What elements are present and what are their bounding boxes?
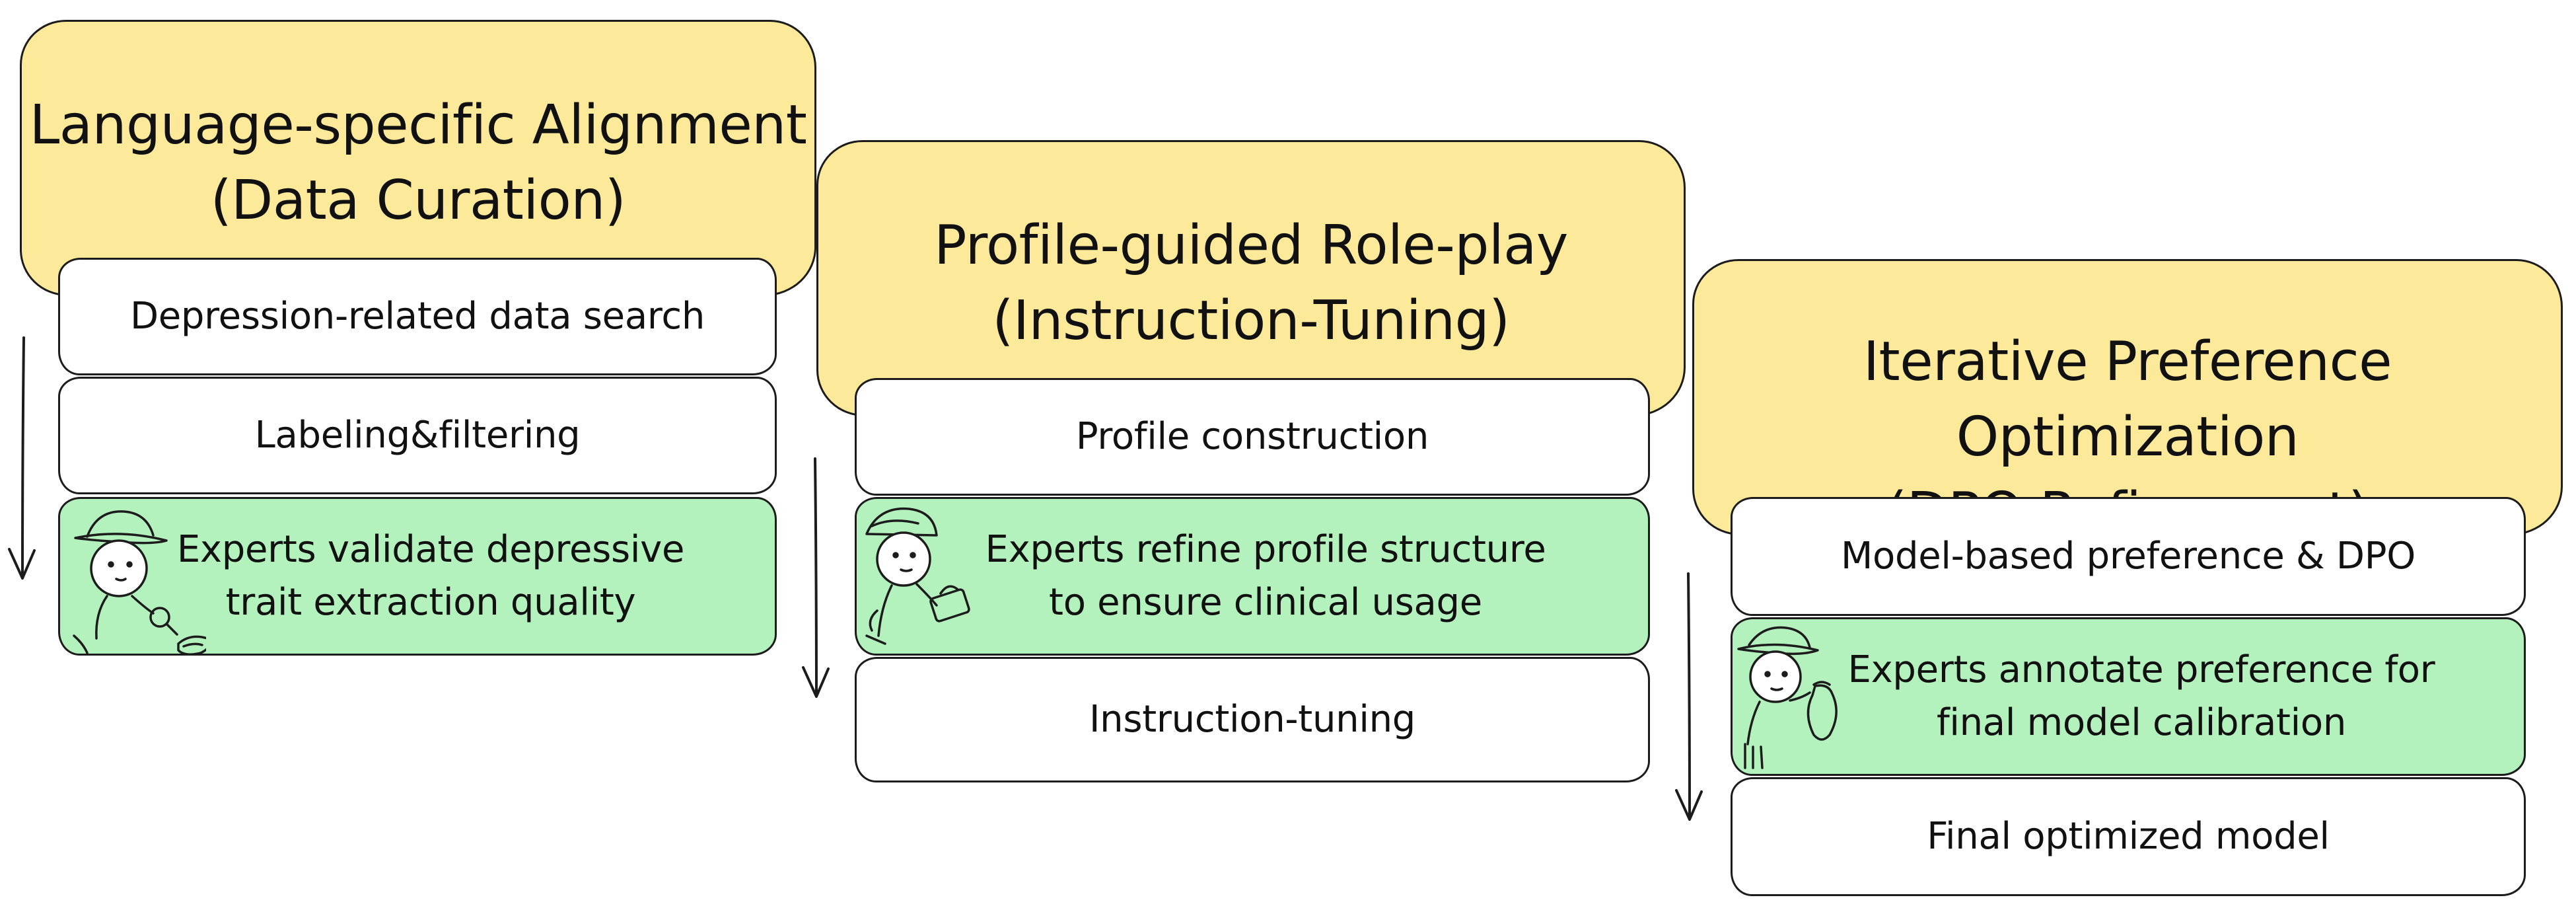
stage3-step-final-model-label: Final optimized model [1927,815,2330,858]
stage2-step-instruction-tuning-label: Instruction-tuning [1089,698,1416,741]
stage1-flow-arrow [8,336,36,580]
stage2-expert-box: Experts refine profile structure to ensu… [855,497,1650,656]
stage3-step-model-preference: Model-based preference & DPO [1731,497,2526,616]
stage1-step-labeling-label: Labeling&filtering [254,414,581,457]
stage1-header: Language-specific Alignment (Data Curati… [20,20,816,296]
stage3-flow-arrow [1675,572,1703,821]
stage1-expert-box: Experts validate depressive trait extrac… [58,497,777,656]
stage2-expert-note: Experts refine profile structure to ensu… [985,528,1546,624]
stage1-title: Language-specific Alignment (Data Curati… [29,94,807,232]
stage3-step-final-model: Final optimized model [1731,777,2526,896]
stage3-expert-box: Experts annotate preference for final mo… [1731,617,2526,776]
stage3-step-model-preference-label: Model-based preference & DPO [1841,535,2415,578]
stage1-step-data-search-label: Depression-related data search [129,295,705,338]
stage2-step-profile-construction-label: Profile construction [1075,415,1429,458]
explorer-with-magnifier-icon [73,510,206,656]
stage2-step-profile-construction: Profile construction [855,378,1650,496]
stage1-expert-note: Experts validate depressive trait extrac… [176,528,685,624]
gardener-with-vase-icon [1737,626,1838,769]
stage1-step-labeling: Labeling&filtering [58,377,777,494]
worker-with-toolbox-icon [865,507,970,645]
stage1-step-data-search: Depression-related data search [58,258,777,375]
stage2-flow-arrow [802,457,830,698]
stage2-header: Profile-guided Role-play (Instruction-Tu… [816,140,1686,416]
stage2-step-instruction-tuning: Instruction-tuning [855,657,1650,782]
stage2-title: Profile-guided Role-play (Instruction-Tu… [934,214,1568,352]
stage3-expert-note: Experts annotate preference for final mo… [1847,648,2435,744]
stage3-header: Iterative Preference Optimization (DPO R… [1692,259,2563,544]
